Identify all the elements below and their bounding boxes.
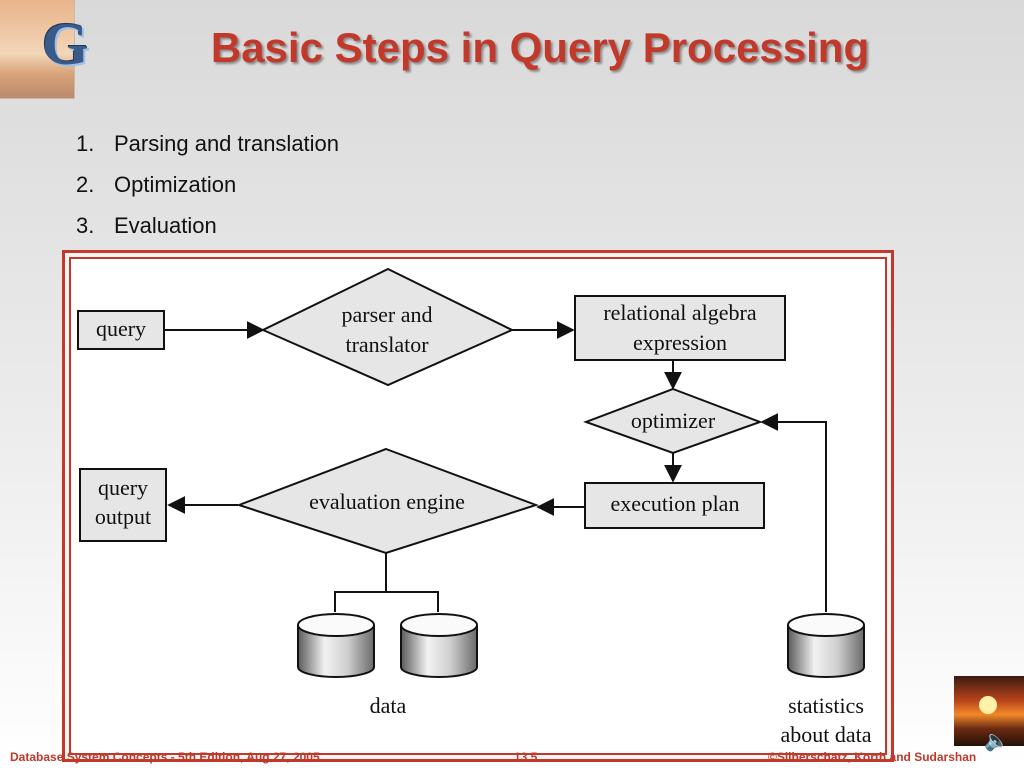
line-data-branch — [334, 591, 439, 612]
data-label: data — [370, 693, 407, 718]
data-cylinder-1 — [297, 613, 375, 678]
stats-label-line1: statistics — [788, 693, 864, 718]
logo-letter: G — [42, 11, 89, 77]
speaker-icon[interactable]: 🔈 — [984, 730, 1009, 752]
output-label-line1: query — [98, 475, 148, 500]
footer-left: Database System Concepts - 5th Edition, … — [10, 750, 323, 764]
statistics-cylinder — [787, 613, 865, 678]
step-item: 2. Optimization — [76, 171, 339, 212]
rae-label-line1: relational algebra — [603, 300, 757, 325]
footer-page-number: 13.5 — [514, 750, 538, 764]
step-number: 1. — [76, 131, 95, 156]
evaluation-engine-diamond: evaluation engine — [236, 447, 540, 555]
parser-translator-diamond: parser and translator — [260, 267, 515, 387]
query-box: query — [77, 310, 165, 350]
step-number: 2. — [76, 172, 95, 197]
steps-list: 1. Parsing and translation 2. Optimization… — [76, 130, 339, 253]
footer-right: ©Silberschatz, Korth and Sudarshan — [768, 750, 977, 764]
output-label-line2: output — [95, 504, 151, 529]
execution-plan-label: execution plan — [611, 491, 740, 516]
page-title: Basic Steps in Query Processing — [210, 24, 870, 71]
step-label: Evaluation — [114, 213, 217, 238]
logo: G — [0, 0, 89, 99]
footer: Database System Concepts - 5th Edition, … — [0, 748, 1024, 768]
rae-label-line2: expression — [633, 330, 727, 355]
step-item: 1. Parsing and translation — [76, 130, 339, 171]
parser-label-line2: translator — [345, 332, 429, 357]
step-item: 3. Evaluation — [76, 212, 339, 253]
data-cylinder-2 — [400, 613, 478, 678]
stats-label-line2: about data — [780, 722, 871, 747]
optimizer-diamond: optimizer — [583, 387, 763, 455]
query-label: query — [96, 316, 146, 341]
relational-algebra-box: relational algebra expression — [574, 295, 786, 361]
step-number: 3. — [76, 213, 95, 238]
sun-icon — [979, 696, 997, 714]
connectors — [164, 321, 827, 612]
parser-label-line1: parser and — [341, 302, 432, 327]
evaluation-engine-label: evaluation engine — [309, 489, 465, 514]
step-label: Parsing and translation — [114, 131, 340, 156]
optimizer-label: optimizer — [631, 408, 716, 433]
execution-plan-box: execution plan — [584, 482, 765, 529]
step-label: Optimization — [114, 172, 237, 197]
sunset-image — [954, 676, 1024, 746]
query-output-box: query output — [79, 468, 167, 542]
arrow-stats-to-optimizer — [760, 413, 827, 612]
